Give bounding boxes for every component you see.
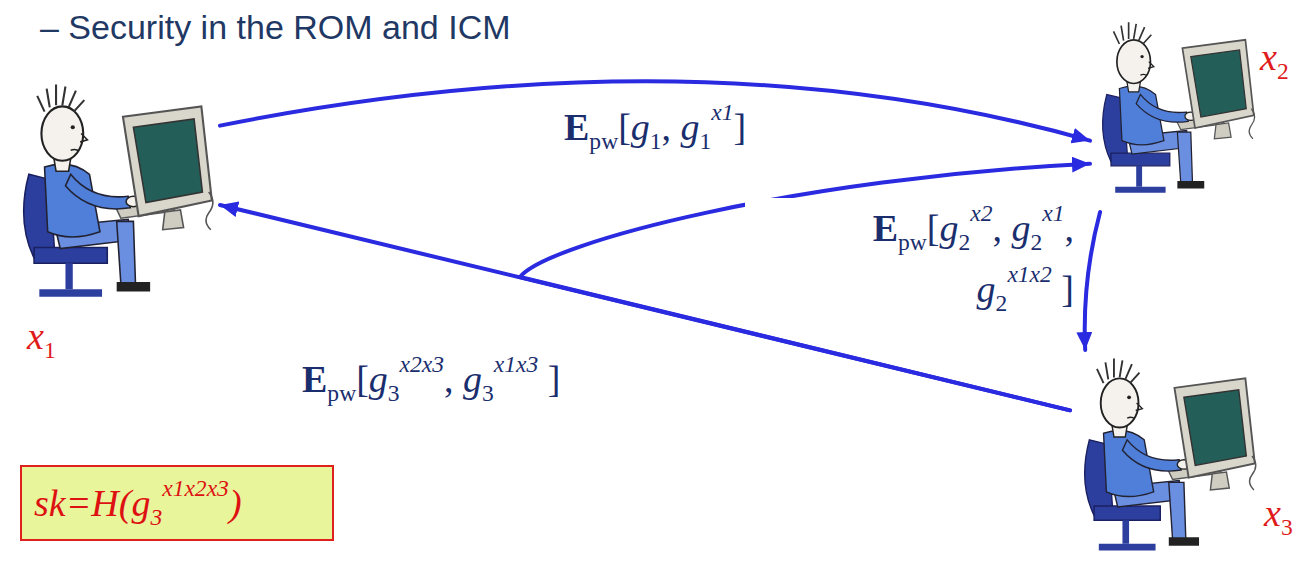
text-run: g	[631, 106, 650, 148]
user-node: x3	[1070, 350, 1260, 558]
text-run: x	[27, 315, 44, 357]
text-run: 3	[482, 380, 494, 406]
text-run: 1	[44, 337, 56, 363]
text-run: ]	[538, 358, 560, 400]
text-run: E	[564, 106, 589, 148]
text-run: g	[939, 207, 958, 249]
text-run: 3	[1281, 514, 1293, 540]
user-illustration	[1070, 350, 1260, 558]
text-run: g	[463, 358, 482, 400]
text-run: x1x3	[494, 351, 538, 377]
text-run: 1	[650, 128, 662, 154]
text-run: g	[369, 358, 388, 400]
encrypted-message: Epw[g2x2, g2x1, g2x1x2 ]	[745, 198, 1078, 320]
text-run: pw	[898, 229, 927, 255]
text-run: x2x3	[400, 351, 444, 377]
text-run: 2	[1277, 58, 1289, 84]
user-node: x2	[1090, 2, 1258, 212]
text-run: [	[356, 358, 369, 400]
text-run: ,	[1065, 207, 1075, 249]
user-illustration	[1090, 2, 1258, 212]
text-run: pw	[327, 380, 356, 406]
text-run: [	[618, 106, 631, 148]
text-run: )	[229, 482, 242, 524]
text-run: 2	[958, 229, 970, 255]
secret-exponent: x2	[1260, 34, 1289, 86]
text-run: ]	[734, 106, 747, 148]
text-run: 1	[700, 128, 712, 154]
session-key-box: sk=H(g3x1x2x3)	[20, 465, 334, 541]
slide-heading: – Security in the ROM and ICM	[40, 6, 511, 49]
secret-exponent: x3	[1264, 490, 1293, 542]
text-run: E	[302, 358, 327, 400]
text-run: [	[927, 207, 940, 249]
text-run: ,	[444, 358, 463, 400]
text-run: g	[977, 268, 996, 310]
text-run: x	[1260, 36, 1277, 78]
encrypted-message: Epw[g3x2x3, g3x1x3 ]	[298, 350, 564, 408]
text-run: ,	[992, 207, 1011, 249]
text-run: ,	[662, 106, 681, 148]
text-run: g	[681, 106, 700, 148]
text-run: x2	[970, 200, 992, 226]
text-run: E	[873, 207, 898, 249]
text-run: 2	[1030, 229, 1042, 255]
text-run: g	[1011, 207, 1030, 249]
text-run: 3	[388, 380, 400, 406]
text-run: 2	[996, 290, 1008, 316]
text-run: sk=H(g	[34, 482, 150, 524]
text-run: pw	[589, 128, 618, 154]
text-run: ]	[1052, 268, 1074, 310]
message-arrow	[1085, 212, 1100, 350]
secret-exponent: x1	[27, 313, 56, 365]
encrypted-message: Epw[g1, g1x1]	[560, 98, 750, 156]
user-node: x1	[5, 75, 220, 305]
text-run: 3	[150, 504, 162, 530]
message-arrow	[520, 164, 1090, 411]
text-run: x1	[711, 99, 733, 125]
text-run: x1x2	[1007, 261, 1051, 287]
session-key-formula: sk=H(g3x1x2x3)	[34, 473, 242, 533]
user-illustration	[5, 75, 220, 305]
text-run: x1x2x3	[162, 475, 229, 501]
text-run: x1	[1042, 200, 1064, 226]
text-run: x	[1264, 492, 1281, 534]
